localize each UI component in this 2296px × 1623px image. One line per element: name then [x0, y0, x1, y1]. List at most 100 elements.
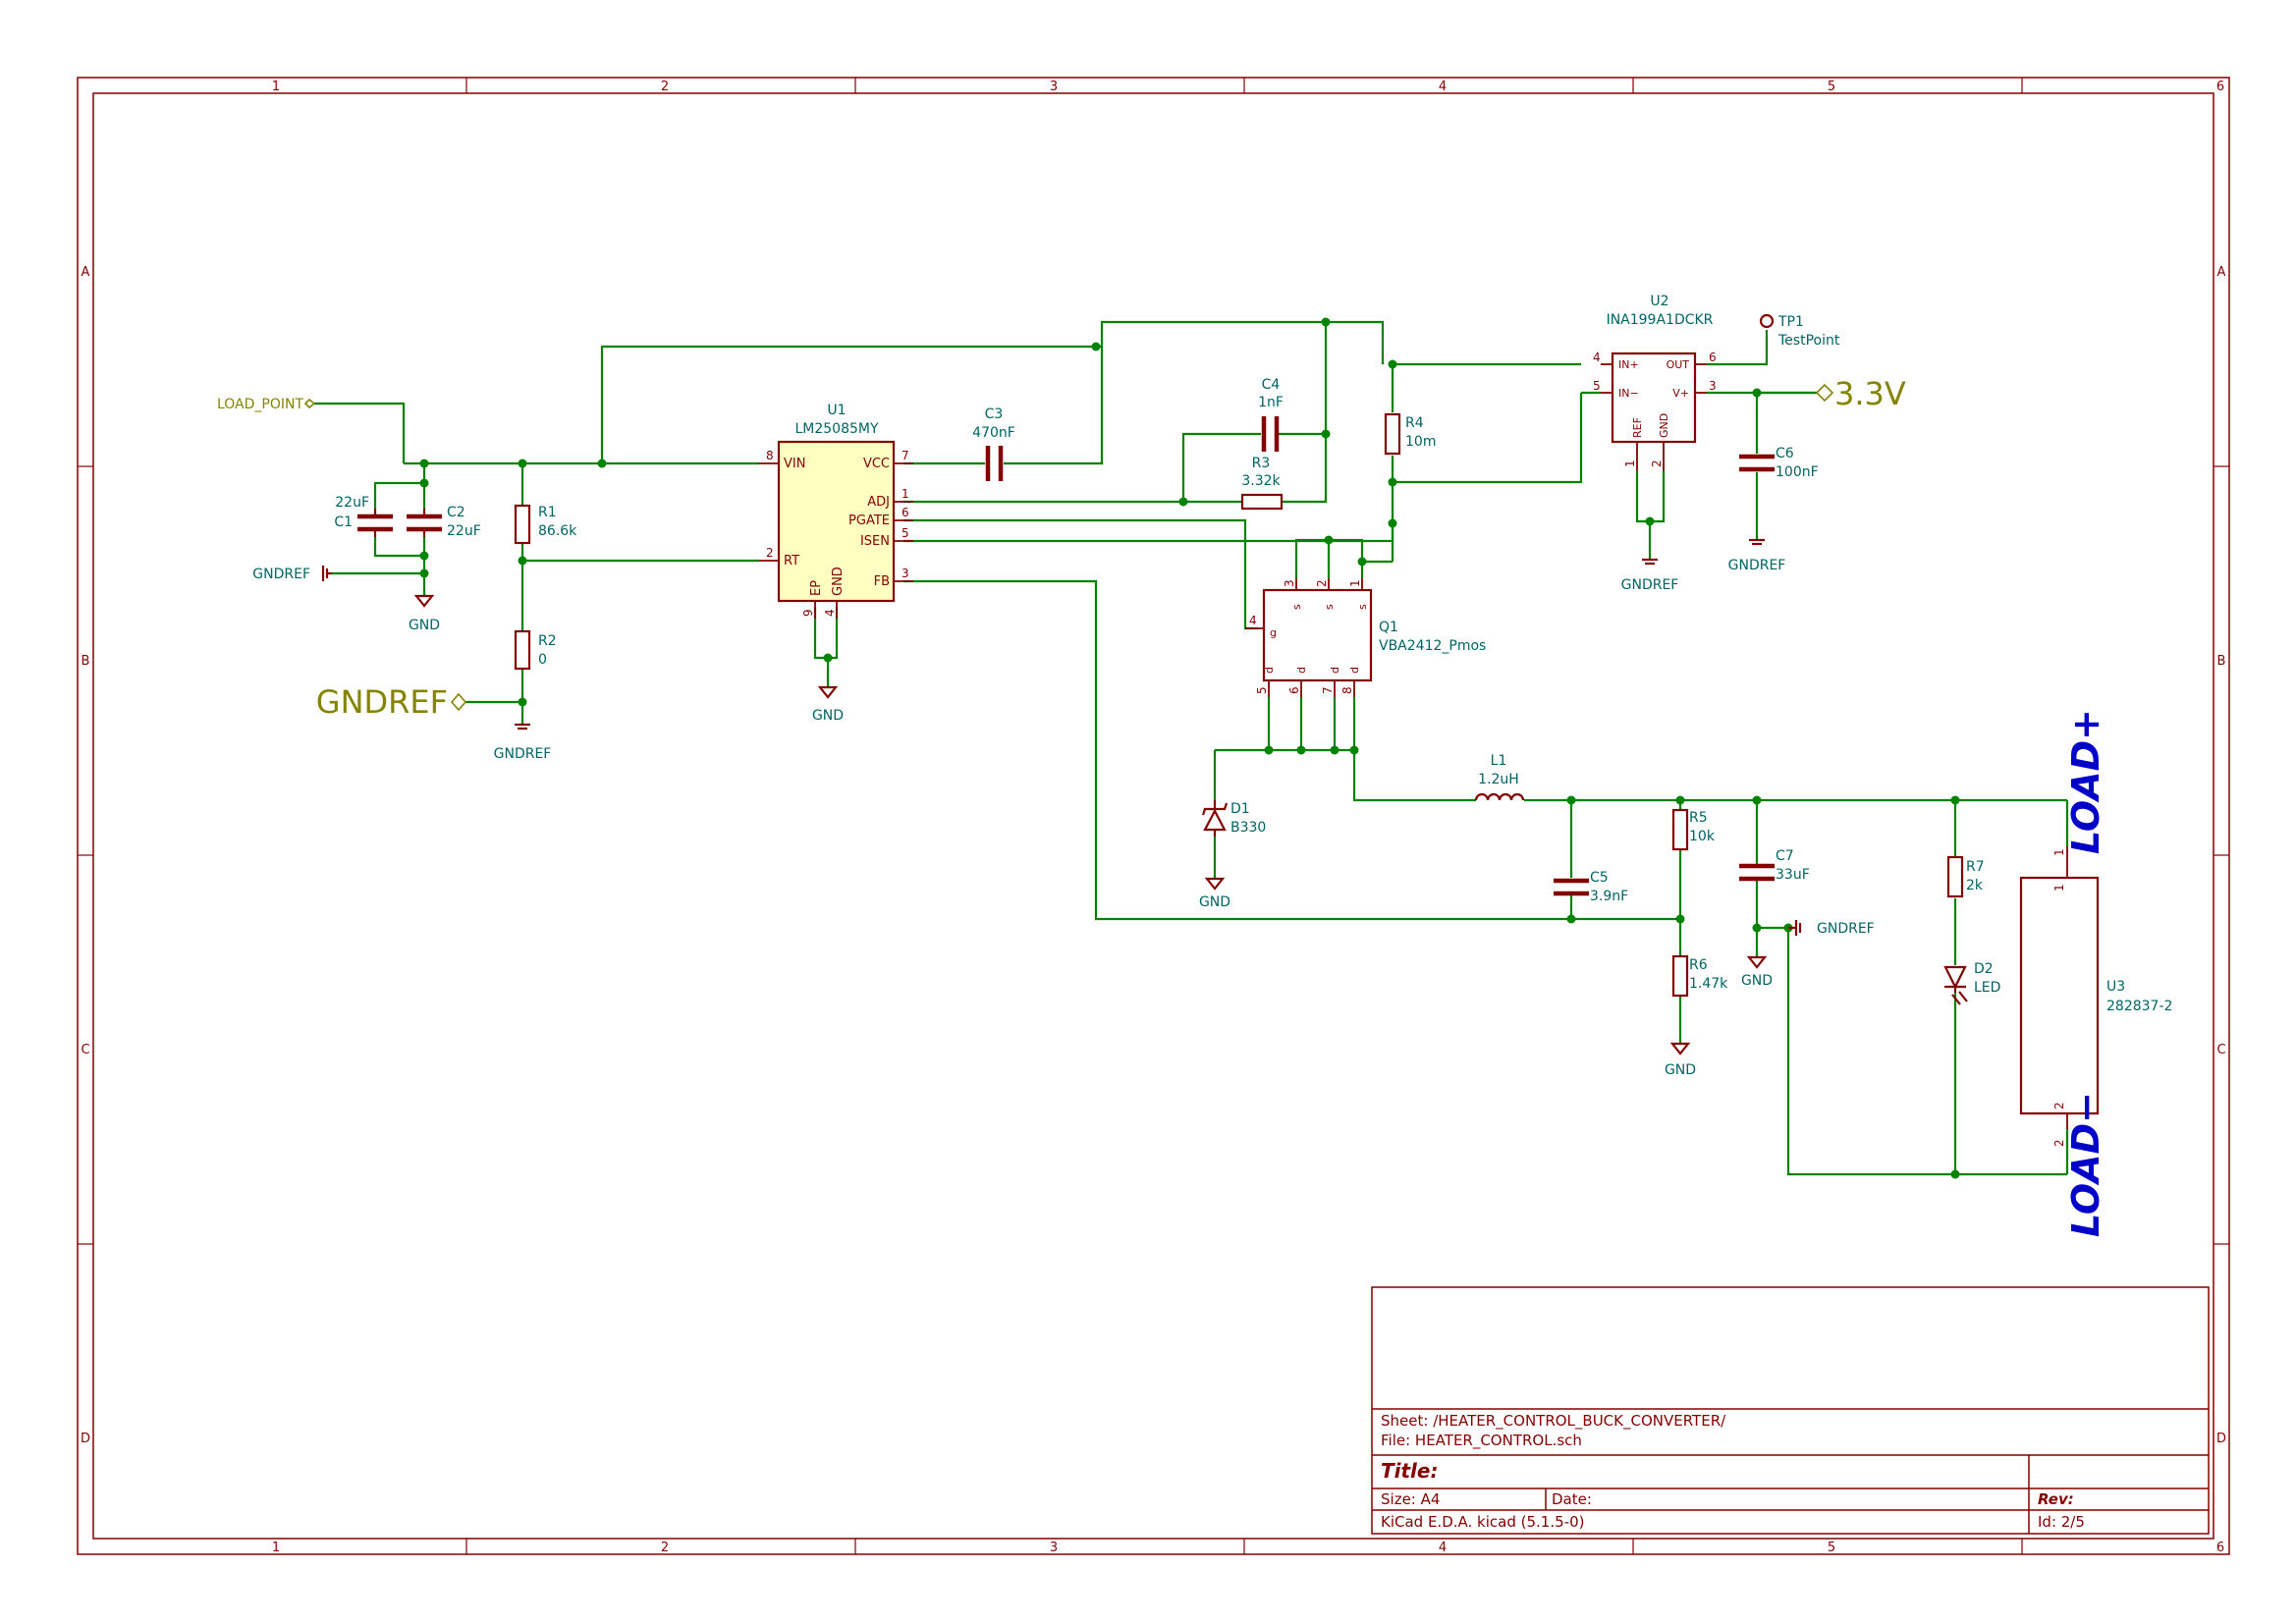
junction-dot: [1566, 795, 1576, 805]
junction-dot: [1675, 914, 1685, 924]
u2-pinnum-vp: 3: [1709, 379, 1717, 393]
c4-value: 1nF: [1258, 395, 1284, 410]
junction-dot: [597, 459, 607, 468]
column-label: 6: [2216, 1541, 2224, 1555]
column-label: 1: [272, 1541, 280, 1555]
u2-pin-inm: IN−: [1618, 387, 1639, 400]
r5-resistor[interactable]: R5 10k: [1671, 808, 1716, 851]
d2-led[interactable]: D2 LED: [1943, 961, 2000, 1005]
r4-ref: R4: [1405, 415, 1424, 431]
u1-controller-ic[interactable]: U1 LM25085MY VIN RT VCC ADJ PGATE ISEN F…: [759, 403, 913, 619]
gndref-label: GNDREF: [494, 746, 552, 762]
r6-value: 1.47k: [1689, 976, 1728, 992]
r1-value: 86.6k: [538, 523, 577, 539]
u2-pinnum-ref: 1: [1623, 460, 1637, 467]
u3-pinnum-1-inner: 1: [2052, 884, 2066, 892]
c5-capacitor[interactable]: C5 3.9nF: [1554, 870, 1628, 904]
gndref-symbol: GNDREF: [494, 723, 552, 762]
u1-pinnum-rt: 2: [766, 546, 774, 560]
d2-value: LED: [1974, 980, 2000, 996]
r1-resistor[interactable]: R1 86.6k: [514, 504, 577, 545]
u1-pin-rt: RT: [784, 554, 799, 568]
c4-ref: C4: [1262, 377, 1281, 393]
u1-pin-gnd: GND: [831, 567, 846, 596]
u1-pin-vin: VIN: [784, 457, 805, 471]
v33-global-label[interactable]: 3.3V: [1757, 375, 1906, 412]
d2-ref: D2: [1974, 961, 1994, 977]
gnd-symbol: GND: [409, 594, 440, 633]
column-label: 2: [661, 1541, 669, 1555]
frame-row-labels: A B C D A B C D: [81, 265, 2226, 1446]
row-label: C: [81, 1043, 89, 1057]
gnd-label: GND: [812, 708, 844, 724]
gnd-symbol: GND: [1665, 1042, 1696, 1078]
u3-pinnum-2: 2: [2052, 1139, 2066, 1147]
q1-pinnum-s2: 2: [1315, 579, 1329, 587]
r5-value: 10k: [1689, 829, 1716, 844]
junctions: [419, 317, 1960, 1179]
u1-pin-adj: ADJ: [867, 495, 890, 510]
u2-current-sense-amp[interactable]: U2 INA199A1DCKR IN+ IN− OUT V+ REF GND 4…: [1593, 294, 1717, 471]
gnd-symbol: GND: [812, 685, 844, 724]
c6-capacitor[interactable]: C6 100nF: [1739, 446, 1819, 480]
row-label: A: [82, 265, 90, 280]
c3-capacitor[interactable]: C3 470nF: [972, 406, 1015, 481]
q1-value: VBA2412_Pmos: [1379, 638, 1486, 654]
junction-dot: [518, 459, 527, 468]
u1-value: LM25085MY: [794, 421, 878, 437]
row-label: D: [81, 1432, 90, 1446]
junction-dot: [1388, 477, 1397, 487]
r3-resistor[interactable]: R3 3.32k: [1240, 456, 1284, 511]
gndref-label: GNDREF: [252, 567, 310, 582]
gndref-global-label[interactable]: GNDREF: [316, 683, 467, 721]
r1-ref: R1: [538, 505, 557, 520]
column-label: 5: [1828, 80, 1835, 94]
c7-capacitor[interactable]: C7 33uF: [1739, 848, 1810, 883]
d1-schottky-diode[interactable]: D1 B330: [1201, 800, 1266, 837]
c1-capacitor[interactable]: 22uF C1: [334, 495, 393, 537]
load-point-label[interactable]: LOAD_POINT: [217, 397, 316, 412]
gndref-label: GNDREF: [1621, 577, 1679, 593]
q1-pmos[interactable]: Q1 VBA2412_Pmos g s s s d d d d 4 3 2 1 …: [1245, 578, 1486, 697]
junction-dot: [1330, 745, 1339, 755]
junction-dot: [1752, 923, 1762, 933]
r2-resistor[interactable]: R2 0: [514, 629, 557, 671]
u2-pin-vp: V+: [1672, 387, 1689, 400]
c3-value: 470nF: [972, 425, 1015, 441]
tb-date: Date:: [1552, 1490, 1592, 1508]
gndref-symbol: GNDREF: [1621, 558, 1679, 593]
r4-resistor[interactable]: R4 10m: [1384, 412, 1436, 456]
column-label: 6: [2216, 80, 2224, 94]
r7-resistor[interactable]: R7 2k: [1946, 855, 1985, 898]
c1-value: 22uF: [335, 495, 369, 511]
sheet-frame: [77, 77, 2230, 1555]
gndref-label: GNDREF: [1728, 558, 1786, 573]
u1-pin-ep: EP: [809, 580, 824, 596]
u1-pin-vcc: VCC: [863, 457, 890, 471]
u1-pin-isen: ISEN: [860, 534, 890, 549]
r7-value: 2k: [1966, 878, 1984, 893]
tp1-test-point[interactable]: TP1 TestPoint: [1759, 313, 1840, 349]
c4-capacitor[interactable]: C4 1nF: [1258, 377, 1284, 452]
u3-load-connector[interactable]: U3 282837-2 1 1 2 2: [2019, 846, 2172, 1147]
junction-dot: [1645, 516, 1655, 526]
r6-resistor[interactable]: R6 1.47k: [1671, 954, 1728, 998]
q1-pin-s: s: [1323, 604, 1336, 610]
row-label: C: [2216, 1043, 2225, 1057]
c6-ref: C6: [1776, 446, 1794, 461]
u2-value: INA199A1DCKR: [1607, 312, 1714, 328]
junction-dot: [1388, 518, 1397, 528]
l1-inductor[interactable]: L1 1.2uH: [1474, 753, 1525, 801]
c2-capacitor[interactable]: C2 22uF: [407, 505, 481, 539]
u2-pinnum-inp: 4: [1593, 351, 1601, 364]
junction-dot: [1321, 317, 1331, 327]
gnd-label: GND: [1741, 973, 1773, 989]
tp1-ref: TP1: [1777, 314, 1804, 330]
junction-dot: [823, 653, 833, 663]
u1-pin-fb: FB: [874, 574, 890, 589]
junction-dot: [1357, 557, 1367, 567]
gnd-label: GND: [1665, 1062, 1696, 1078]
gnd-symbol: GND: [1199, 877, 1230, 910]
junction-dot: [1264, 745, 1274, 755]
c2-value: 22uF: [447, 523, 481, 539]
